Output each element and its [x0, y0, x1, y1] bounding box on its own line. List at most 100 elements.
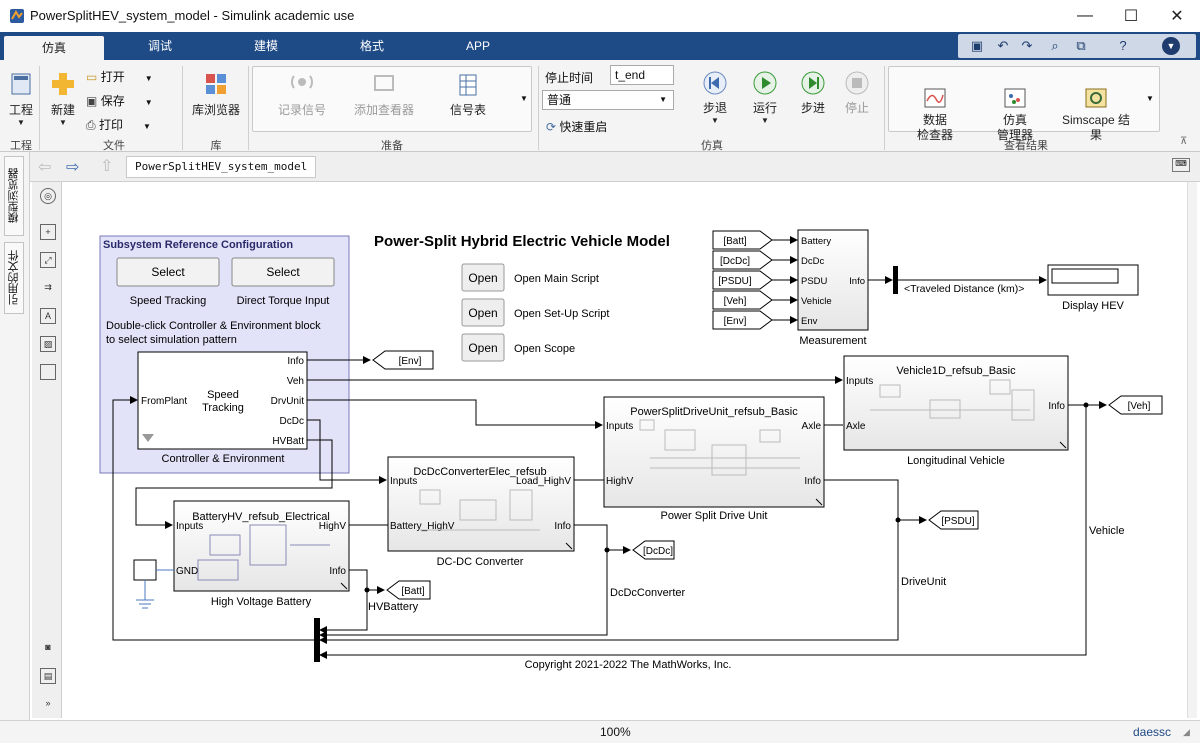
bus-selector[interactable] — [893, 266, 898, 294]
route-lines-icon[interactable]: ⇉ — [44, 282, 52, 292]
open-setup-script-button[interactable] — [461, 298, 505, 327]
keyboard-icon[interactable]: ⌨ — [1172, 158, 1190, 172]
review-expand-icon[interactable]: ▼ — [1146, 94, 1154, 103]
solver-name[interactable]: daessc — [1133, 725, 1172, 739]
help-icon[interactable]: ? — [1119, 38, 1127, 53]
power-split-drive-unit-block[interactable] — [603, 396, 825, 508]
stop-button[interactable]: 停止 — [840, 70, 874, 116]
model-title: Power-Split Hybrid Electric Vehicle Mode… — [374, 233, 670, 250]
measurement-in-vehicle: Vehicle — [801, 296, 832, 307]
simscape-results-label: Simscape 结 果 — [1061, 113, 1131, 142]
from-psdu-tag[interactable] — [712, 270, 773, 290]
measurement-block-name: Measurement — [799, 335, 866, 347]
tab-simulation[interactable]: 仿真 — [4, 36, 104, 60]
dcdc-converter-block[interactable] — [387, 456, 575, 552]
electrical-reference-block[interactable] — [133, 559, 157, 581]
bus-creator[interactable] — [314, 618, 320, 662]
stop-time-input[interactable]: t_end — [610, 65, 674, 85]
breadcrumb[interactable]: PowerSplitHEV_system_model — [126, 156, 317, 178]
longitudinal-vehicle-block[interactable] — [843, 355, 1069, 451]
run-button[interactable]: 运行 ▼ — [748, 70, 782, 125]
goto-psdu-tag[interactable] — [928, 510, 979, 530]
image-icon[interactable]: ▨ — [40, 336, 56, 352]
collapse-ribbon-icon[interactable]: ⊼ — [1180, 136, 1188, 147]
forward-arrow-icon[interactable]: ⇨ — [66, 159, 80, 176]
subsystem-reference-icon — [142, 434, 154, 442]
area-icon[interactable] — [40, 364, 56, 380]
log-signals-button[interactable]: 记录信号 — [268, 72, 336, 118]
simulation-mode-select[interactable]: 普通▼ — [542, 90, 674, 110]
from-batt-tag[interactable] — [712, 230, 773, 250]
open-main-script-button-label: Open — [468, 271, 497, 285]
step-forward-button[interactable]: 步进 — [796, 70, 830, 116]
high-voltage-battery-block[interactable] — [173, 500, 350, 592]
search-icon[interactable]: ⌕ — [1051, 38, 1059, 53]
library-browser-button[interactable]: 库浏览器 — [188, 70, 244, 118]
fast-restart-toggle[interactable]: ⟳ 快速重启 — [546, 118, 607, 135]
open-scope-button[interactable] — [461, 333, 505, 362]
simulation-manager-button[interactable]: 仿真 管理器 — [988, 72, 1042, 158]
model-data-icon[interactable]: ▤ — [40, 668, 56, 684]
maximize-button[interactable]: ☐ — [1123, 8, 1139, 25]
up-arrow-icon[interactable]: ⇧ — [100, 158, 114, 175]
zoom-level[interactable]: 100% — [600, 725, 631, 739]
close-button[interactable]: ✕ — [1170, 8, 1184, 25]
measurement-block[interactable] — [797, 229, 869, 331]
hide-show-icon[interactable]: ◎ — [40, 188, 56, 204]
battery-port-inputs: Inputs — [176, 521, 203, 532]
add-viewer-button[interactable]: 添加查看器 — [346, 72, 422, 118]
from-veh-tag[interactable] — [712, 290, 773, 310]
goto-batt-tag[interactable] — [386, 580, 431, 600]
resize-grip-icon[interactable]: ◢ — [1183, 727, 1190, 737]
vehicle-preview — [870, 379, 1035, 421]
save-button[interactable]: ▣ 保存▼ — [86, 94, 153, 108]
tab-debug[interactable]: 调试 — [147, 39, 172, 53]
select-direct-torque-label: Select — [266, 265, 300, 279]
tab-apps[interactable]: APP — [465, 39, 490, 53]
controller-environment-block[interactable] — [137, 351, 308, 450]
tab-referenced-files[interactable]: 引用的文件 — [4, 242, 24, 314]
select-direct-torque-button[interactable] — [231, 257, 335, 287]
tab-model-browser[interactable]: 模型浏览器 — [4, 156, 24, 236]
back-arrow-icon[interactable]: ⇦ — [38, 159, 52, 176]
from-dcdc-label: [DcDc] — [720, 256, 750, 267]
annotation-icon[interactable]: A — [40, 308, 56, 324]
open-main-script-button[interactable] — [461, 263, 505, 292]
fit-to-view-icon[interactable]: ⤢ — [40, 252, 56, 268]
new-button[interactable]: 新建 ▼ — [46, 70, 80, 127]
block-diagram: Subsystem Reference Configuration Select… — [99, 229, 1163, 671]
goto-env-tag[interactable] — [372, 350, 434, 370]
undo-icon[interactable]: ↶ — [997, 38, 1009, 53]
vertical-scrollbar[interactable] — [1187, 182, 1197, 718]
find-model-icon[interactable]: ⧉ — [1076, 38, 1086, 53]
minimize-button[interactable]: — — [1077, 7, 1093, 24]
print-button[interactable]: ⎙ 打印▼ — [86, 118, 151, 132]
select-speed-tracking-button[interactable] — [116, 257, 220, 287]
simscape-results-button[interactable]: Simscape 结 果 — [1058, 72, 1134, 158]
model-canvas[interactable]: Subsystem Reference Configuration Select… — [63, 182, 1187, 718]
tab-format[interactable]: 格式 — [359, 39, 384, 53]
goto-dcdc-tag[interactable] — [632, 540, 675, 560]
save-icon[interactable]: ▣ — [970, 38, 984, 53]
goto-veh-tag[interactable] — [1108, 395, 1163, 415]
redo-icon[interactable]: ↷ — [1021, 38, 1033, 53]
ribbon: 工程 ▼ 工程 新建 ▼ ▭ 打开▼ ▣ 保存▼ ⎙ 打印▼ 文件 库浏览器 库… — [0, 60, 1200, 152]
expand-palette-icon[interactable]: » — [45, 698, 51, 708]
from-dcdc-tag[interactable] — [712, 250, 773, 270]
data-inspector-button[interactable]: 数据 检查器 — [908, 72, 962, 158]
tab-modeling[interactable]: 建模 — [253, 39, 278, 53]
project-button[interactable]: 工程 ▼ — [6, 70, 36, 127]
camera-icon[interactable]: ◙ — [45, 642, 51, 652]
battery-port-highv: HighV — [319, 521, 347, 532]
signal-table-button[interactable]: 信号表 — [436, 72, 500, 118]
expand-icon[interactable]: ▼ — [1162, 37, 1180, 55]
zoom-in-icon[interactable]: + — [40, 224, 56, 240]
prepare-expand-icon[interactable]: ▼ — [520, 94, 528, 103]
longitudinal-vehicle-name: Longitudinal Vehicle — [907, 455, 1005, 467]
step-back-button[interactable]: 步退 ▼ — [698, 70, 732, 125]
divider — [538, 66, 539, 150]
vehicle-port-axle: Axle — [846, 421, 866, 432]
open-button[interactable]: ▭ 打开▼ — [86, 70, 153, 84]
from-env-tag[interactable] — [712, 310, 773, 330]
